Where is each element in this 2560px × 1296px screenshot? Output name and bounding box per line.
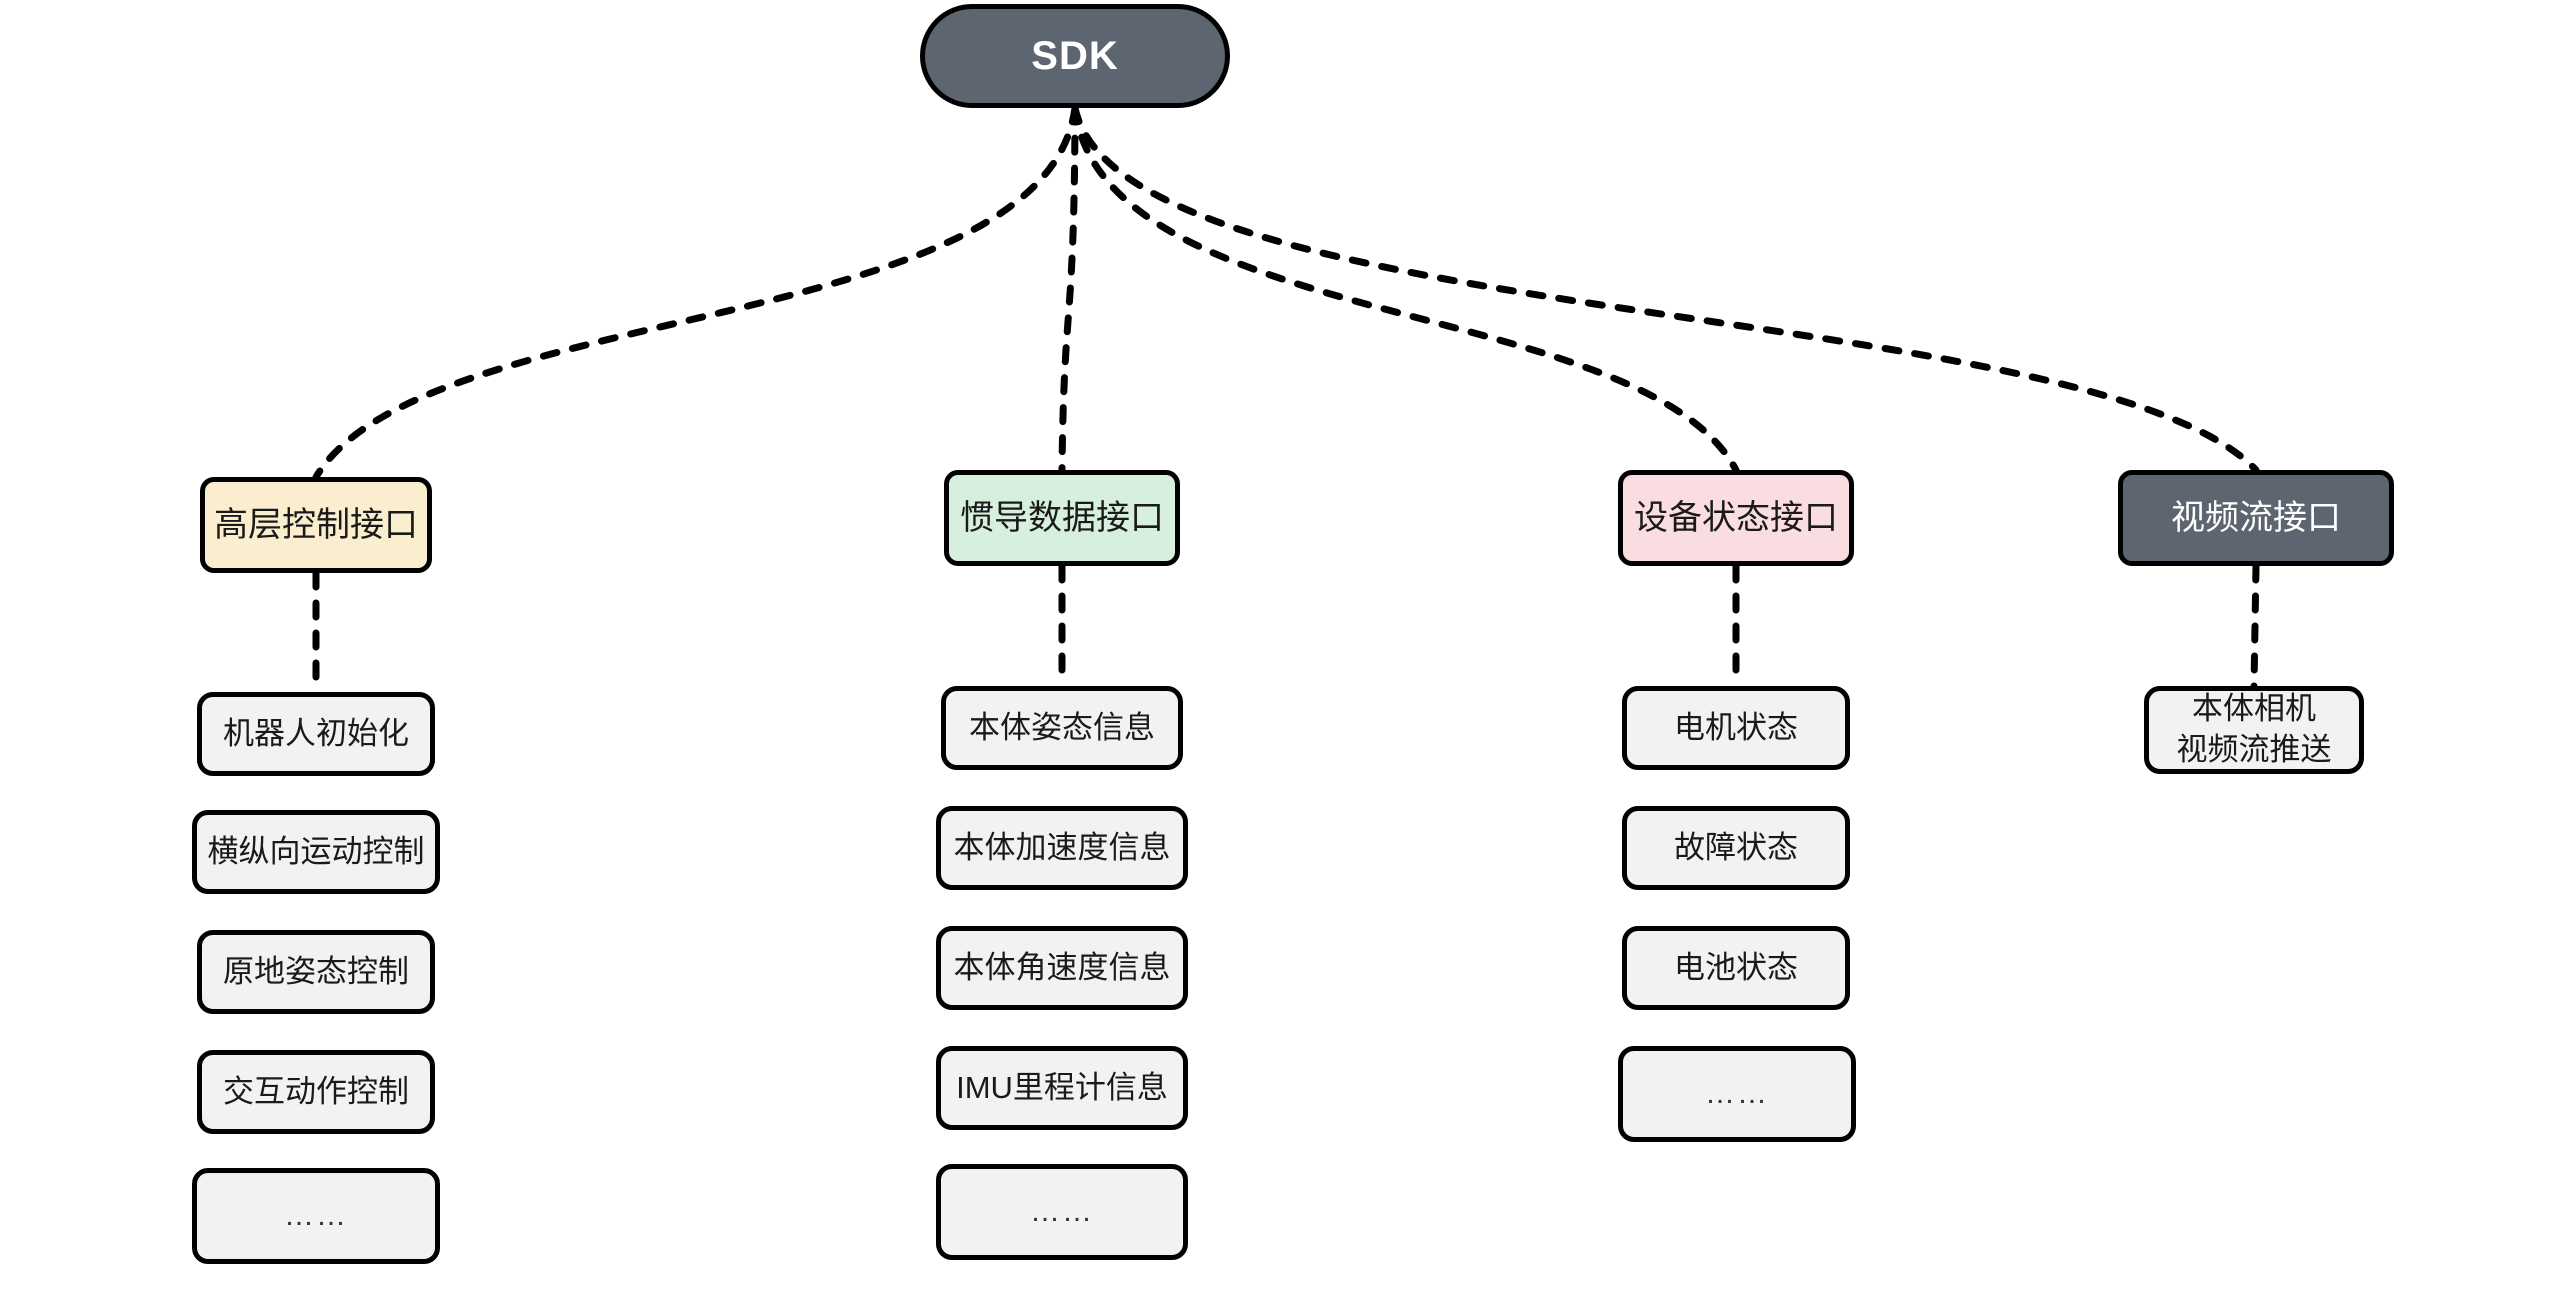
node-category-1-item-5[interactable]: ……: [192, 1168, 440, 1264]
node-category-4-item-1[interactable]: 本体相机 视频流推送: [2144, 686, 2364, 774]
edge-category-4-to-first-item: [2250, 562, 2260, 690]
node-category-4-item-1-label: 本体相机 视频流推送: [2176, 691, 2332, 767]
node-category-2-item-1-label: 本体姿态信息: [969, 709, 1155, 745]
node-category-2-item-1[interactable]: 本体姿态信息: [941, 686, 1183, 770]
node-category-2[interactable]: 惯导数据接口: [944, 470, 1180, 566]
node-category-3-item-4[interactable]: ……: [1618, 1046, 1856, 1142]
node-category-1-item-1-label: 机器人初始化: [223, 715, 409, 751]
node-category-2-item-2[interactable]: 本体加速度信息: [936, 806, 1188, 890]
node-sdk-root[interactable]: SDK: [920, 4, 1230, 108]
node-category-3-item-1[interactable]: 电机状态: [1622, 686, 1850, 770]
node-category-2-item-3-label: 本体角速度信息: [953, 949, 1171, 985]
node-category-2-item-4-label: IMU里程计信息: [956, 1069, 1168, 1105]
node-category-1[interactable]: 高层控制接口: [200, 477, 432, 573]
node-category-1-item-2[interactable]: 横纵向运动控制: [192, 810, 440, 894]
node-category-1-item-4[interactable]: 交互动作控制: [197, 1050, 435, 1134]
node-category-3-item-4-label: ……: [1705, 1077, 1769, 1111]
node-category-3-item-3[interactable]: 电池状态: [1622, 926, 1850, 1010]
node-category-2-item-3[interactable]: 本体角速度信息: [936, 926, 1188, 1010]
node-category-3[interactable]: 设备状态接口: [1618, 470, 1854, 566]
edge-root-to-category-4: [1071, 104, 2260, 474]
node-category-3-label: 设备状态接口: [1634, 498, 1838, 537]
node-category-3-item-1-label: 电机状态: [1674, 709, 1798, 745]
node-category-1-item-5-label: ……: [284, 1199, 348, 1233]
node-category-1-item-2-label: 横纵向运动控制: [207, 833, 425, 869]
node-category-1-label: 高层控制接口: [214, 505, 418, 544]
node-category-3-item-2[interactable]: 故障状态: [1622, 806, 1850, 890]
node-category-4[interactable]: 视频流接口: [2118, 470, 2394, 566]
node-category-1-item-3-label: 原地姿态控制: [223, 953, 409, 989]
edge-root-to-category-1: [312, 104, 1079, 481]
node-category-1-item-4-label: 交互动作控制: [223, 1073, 409, 1109]
node-category-2-item-5-label: ……: [1030, 1195, 1094, 1229]
node-category-2-item-5[interactable]: ……: [936, 1164, 1188, 1260]
edge-root-to-category-2: [1058, 104, 1079, 474]
node-sdk-root-label: SDK: [1031, 33, 1119, 78]
node-category-3-item-2-label: 故障状态: [1674, 829, 1798, 865]
node-category-2-item-4[interactable]: IMU里程计信息: [936, 1046, 1188, 1130]
node-category-3-item-3-label: 电池状态: [1674, 949, 1798, 985]
node-category-2-label: 惯导数据接口: [960, 498, 1164, 537]
node-category-2-item-2-label: 本体加速度信息: [953, 829, 1171, 865]
node-category-4-label: 视频流接口: [2171, 498, 2341, 537]
edge-root-to-category-3: [1071, 104, 1740, 474]
node-category-1-item-1[interactable]: 机器人初始化: [197, 692, 435, 776]
node-category-1-item-3[interactable]: 原地姿态控制: [197, 930, 435, 1014]
